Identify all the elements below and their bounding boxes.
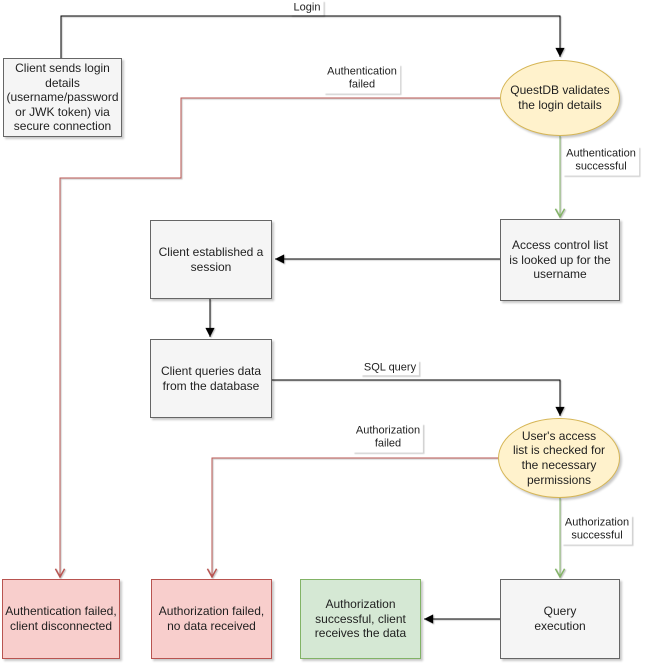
- node-client-login-details: Client sends login details (username/pas…: [3, 58, 122, 137]
- edge-authz-failed: [206, 457, 498, 579]
- edge-auth-failed: [54, 97, 500, 579]
- edge-label-authorization-successful: Authorization successful: [561, 515, 633, 545]
- node-authentication-failed: Authentication failed, client disconnect…: [2, 579, 120, 659]
- node-user-access-check-label: User's access list is checked for the ne…: [512, 428, 606, 487]
- node-client-session: Client established a session: [150, 220, 272, 299]
- node-authorization-successful: Authorization successful, client receive…: [300, 579, 421, 659]
- node-authorization-failed-label: Authorization failed, no data received: [158, 604, 265, 633]
- edge-label-sql-query: SQL query: [360, 360, 420, 376]
- edge-label-login: Login: [290, 0, 324, 16]
- edge-login: [60, 15, 565, 58]
- node-query-execution: Query execution: [500, 579, 620, 659]
- edge-label-authentication-failed: Authentication failed: [324, 64, 400, 94]
- node-questdb-validates: QuestDB validates the login details: [500, 60, 620, 136]
- node-authentication-failed-label: Authentication failed, client disconnect…: [5, 604, 117, 633]
- node-acl-lookup: Access control list is looked up for the…: [500, 219, 620, 301]
- node-client-queries-label: Client queries data from the database: [160, 363, 262, 393]
- node-query-execution-label: Query execution: [534, 604, 586, 633]
- node-client-session-label: Client established a session: [158, 244, 264, 274]
- node-client-queries: Client queries data from the database: [150, 339, 272, 418]
- node-user-access-check: User's access list is checked for the ne…: [498, 418, 620, 498]
- edge-sql-query: [272, 379, 565, 416]
- node-authorization-failed: Authorization failed, no data received: [151, 579, 272, 659]
- node-questdb-validates-label: QuestDB validates the login details: [510, 83, 610, 112]
- edge-label-authentication-successful: Authentication successful: [563, 146, 639, 176]
- node-acl-lookup-label: Access control list is looked up for the…: [509, 238, 611, 282]
- node-authorization-successful-label: Authorization successful, client receive…: [314, 597, 407, 641]
- edge-label-authorization-failed: Authorization failed: [352, 423, 424, 453]
- node-client-login-details-label: Client sends login details (username/pas…: [6, 60, 119, 134]
